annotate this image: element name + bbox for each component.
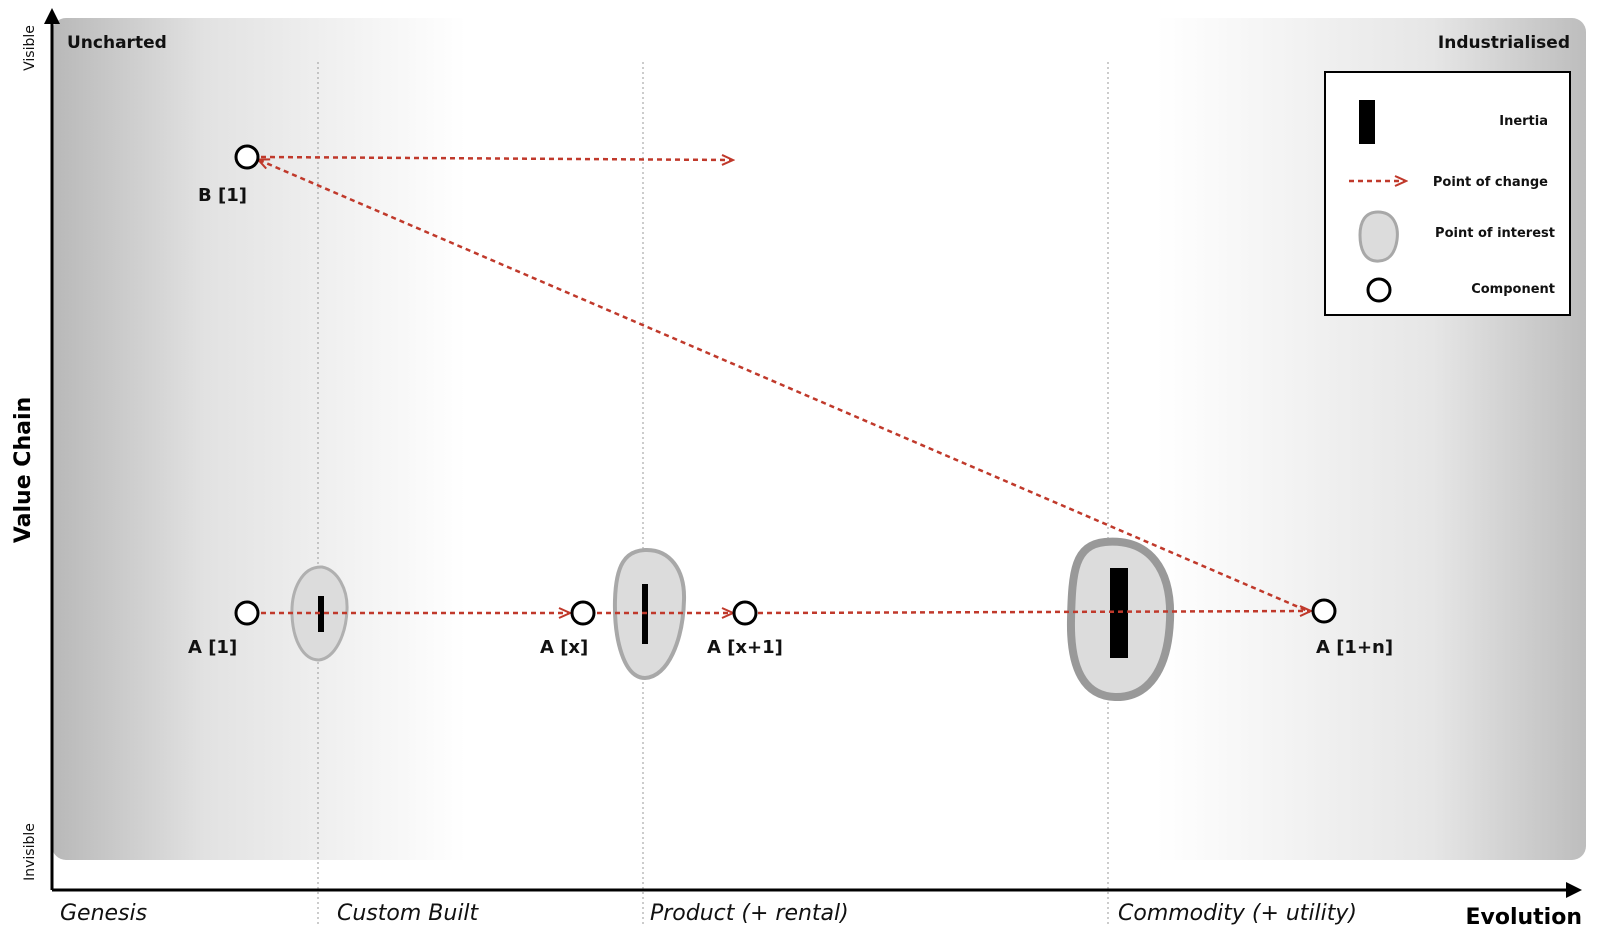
legend-label-component: Component [1471, 282, 1555, 297]
point-of-interest-2 [612, 547, 687, 681]
corner-label-industrialised: Industrialised [1438, 33, 1570, 53]
y-axis-title: Value Chain [11, 397, 36, 543]
component-b1 [234, 144, 260, 170]
x-axis-arrow-icon [1566, 882, 1582, 898]
components [234, 144, 1337, 626]
legend-label-inertia: Inertia [1499, 114, 1548, 129]
legend-inertia-icon [1359, 100, 1375, 144]
legend-interest-icon [1358, 210, 1399, 263]
change-arrows [259, 157, 1310, 613]
component-label-a1: A [1] [188, 637, 237, 658]
corner-label-uncharted: Uncharted [67, 33, 167, 53]
stage-genesis: Genesis [60, 901, 147, 925]
y-axis-bottom-label: Invisible [22, 823, 38, 881]
component-label-a1n: A [1+n] [1316, 637, 1393, 658]
y-axis-arrow-icon [44, 8, 60, 24]
legend: Inertia Point of change Point of interes… [1324, 71, 1571, 316]
component-a1n [1311, 598, 1337, 624]
change-arrow-ax1-a1n [757, 611, 1310, 613]
component-label-b1: B [1] [198, 185, 247, 206]
component-a1 [234, 600, 260, 626]
axes [44, 8, 1582, 898]
x-axis-title: Evolution [1465, 905, 1582, 925]
stage-commodity: Commodity (+ utility) [1118, 901, 1357, 925]
legend-label-point-of-change: Point of change [1433, 175, 1548, 190]
stage-dividers [317, 62, 1109, 925]
legend-label-point-of-interest: Point of interest [1435, 226, 1555, 241]
component-ax1 [732, 600, 758, 626]
legend-component-icon [1366, 277, 1392, 303]
inertia-bar-3 [1110, 568, 1128, 658]
y-axis-top-label: Visible [22, 25, 38, 71]
stage-custom-built: Custom Built [337, 901, 480, 925]
component-label-ax: A [x] [540, 637, 588, 658]
component-label-ax1: A [x+1] [707, 637, 783, 658]
change-arrow-b1 [260, 157, 732, 160]
component-ax [570, 600, 596, 626]
change-arrow-diagonal [259, 160, 1311, 614]
inertia-bar-1 [318, 596, 324, 632]
map-background [52, 18, 1586, 860]
stage-product: Product (+ rental) [650, 901, 849, 925]
